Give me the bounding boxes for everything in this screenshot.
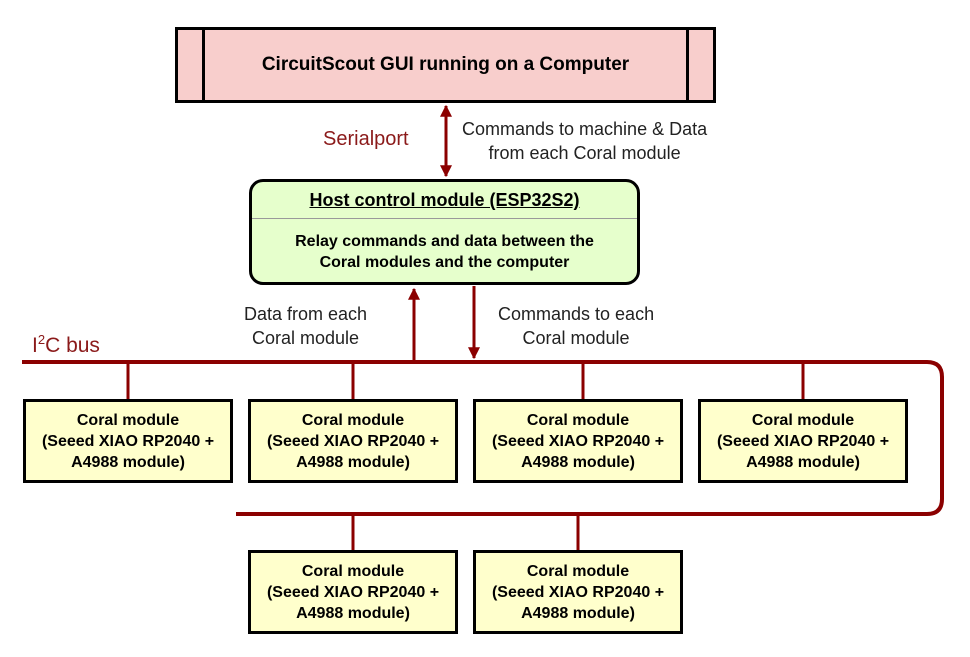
- i2c-bus-label-prefix: I: [32, 334, 38, 357]
- top-link-label: Commands to machine & Data from each Cor…: [462, 117, 707, 165]
- coral-module-title: Coral module: [751, 411, 855, 429]
- i2c-bus-label-superscript: 2: [37, 332, 46, 347]
- gui-box-label: CircuitScout GUI running on a Computer: [261, 54, 630, 75]
- coral-module-title: Coral module: [526, 411, 630, 429]
- coral-module-board: (Seeed XIAO RP2040 +: [491, 432, 665, 450]
- coral-module-driver: A4988 module): [296, 453, 410, 471]
- coral-module-driver: A4988 module): [746, 453, 860, 471]
- top-link-label-line-2: from each Coral module: [488, 143, 681, 163]
- coral-module-title: Coral module: [301, 411, 405, 429]
- host-module-title: Host control module (ESP32S2): [309, 190, 580, 210]
- i2c-bus-label-suffix: C bus: [45, 334, 100, 357]
- gui-box-left-divider: [202, 30, 205, 100]
- data-up-label: Data from each Coral module: [244, 302, 367, 350]
- coral-module-driver: A4988 module): [296, 604, 410, 622]
- host-module-description-line-2: Coral modules and the computer: [319, 254, 570, 271]
- host-module-description-line-1: Relay commands and data between the: [295, 233, 594, 250]
- gui-box: CircuitScout GUI running on a Computer: [175, 27, 716, 103]
- data-up-label-line-1: Data from each: [244, 304, 368, 324]
- coral-module-board: (Seeed XIAO RP2040 +: [266, 583, 440, 601]
- i2c-bus-label: I2C bus: [32, 328, 100, 358]
- gui-box-right-divider: [686, 30, 689, 100]
- commands-down-label-line-1: Commands to each: [498, 304, 655, 324]
- top-link-label-line-1: Commands to machine & Data: [462, 119, 708, 139]
- coral-module-driver: A4988 module): [521, 604, 635, 622]
- coral-module-board: (Seeed XIAO RP2040 +: [41, 432, 215, 450]
- coral-module-title: Coral module: [526, 562, 630, 580]
- serialport-label: Serialport: [323, 128, 409, 150]
- commands-down-label: Commands to each Coral module: [498, 302, 654, 350]
- coral-module-6: Coral module (Seeed XIAO RP2040 + A4988 …: [473, 550, 683, 634]
- coral-module-board: (Seeed XIAO RP2040 +: [716, 432, 890, 450]
- host-module-divider: [252, 218, 637, 219]
- coral-module-5: Coral module (Seeed XIAO RP2040 + A4988 …: [248, 550, 458, 634]
- i2c-bus-line: [22, 360, 944, 516]
- coral-module-board: (Seeed XIAO RP2040 +: [491, 583, 665, 601]
- commands-down-label-line-2: Coral module: [522, 328, 630, 348]
- host-module-description: Relay commands and data between the Cora…: [295, 231, 594, 273]
- coral-module-driver: A4988 module): [71, 453, 185, 471]
- coral-module-board: (Seeed XIAO RP2040 +: [266, 432, 440, 450]
- coral-module-driver: A4988 module): [521, 453, 635, 471]
- coral-module-title: Coral module: [76, 411, 180, 429]
- data-up-label-line-2: Coral module: [252, 328, 360, 348]
- coral-module-4: Coral module (Seeed XIAO RP2040 + A4988 …: [698, 399, 908, 483]
- coral-module-2: Coral module (Seeed XIAO RP2040 + A4988 …: [248, 399, 458, 483]
- coral-module-3: Coral module (Seeed XIAO RP2040 + A4988 …: [473, 399, 683, 483]
- coral-module-title: Coral module: [301, 562, 405, 580]
- host-control-module: Host control module (ESP32S2) Relay comm…: [249, 179, 640, 285]
- coral-module-1: Coral module (Seeed XIAO RP2040 + A4988 …: [23, 399, 233, 483]
